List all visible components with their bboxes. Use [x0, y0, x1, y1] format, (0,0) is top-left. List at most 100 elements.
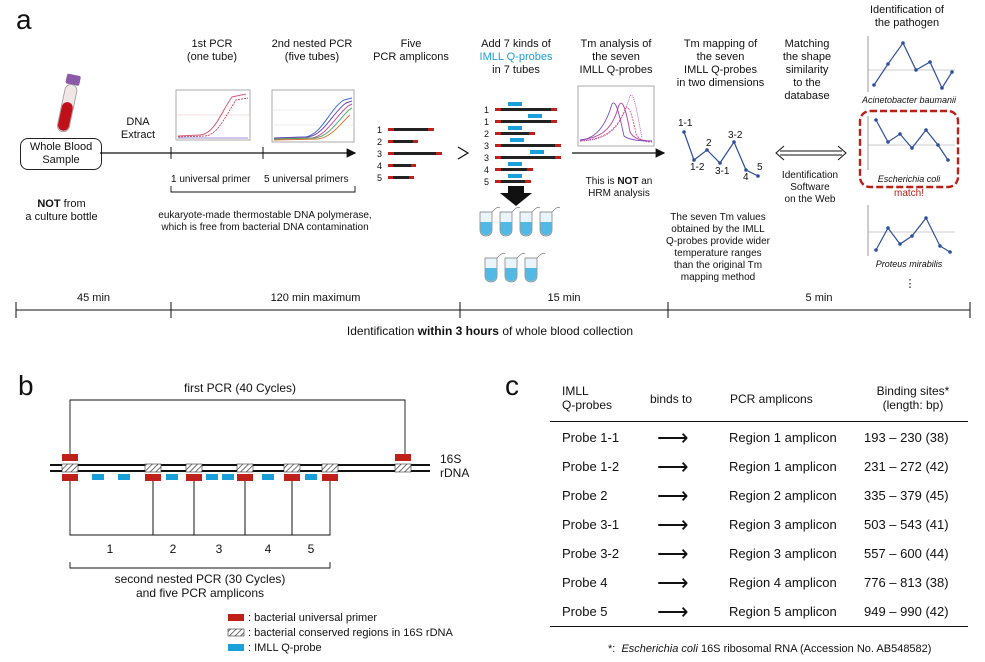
legend-primer: : bacterial universal primer — [248, 612, 377, 624]
polymerase-note-line1: eukaryote-made thermostable DNA polymera… — [158, 210, 372, 221]
hrm-note-pre: This is — [585, 176, 618, 187]
probe-cell: Probe 5 — [562, 604, 608, 619]
amplicon-number: 4 — [377, 161, 383, 171]
probe-table: Probe 1-1 ⟶ Region 1 amplicon 193 – 230 … — [550, 423, 968, 626]
first-pcr-label: first PCR (40 Cycles) — [183, 381, 296, 395]
binds-arrow-icon: ⟶ — [657, 511, 689, 537]
amplicon-number-list: 1 2 3 4 5 — [377, 124, 387, 184]
rdna-label-line1: 16S — [440, 452, 462, 466]
probe-number: 3 — [484, 153, 490, 163]
timeline-segment-label: 120 min maximum — [270, 292, 361, 304]
summary-line: Identification within 3 hours of whole b… — [200, 324, 780, 338]
probe-number: 4 — [484, 165, 490, 175]
dna-extract-line1: DNA — [126, 116, 150, 128]
pcr1-curve-plot — [175, 89, 251, 141]
tm-analysis-line2: the seven — [592, 51, 640, 63]
down-arrow-icon — [500, 186, 532, 206]
chevron-right-icon — [457, 146, 470, 160]
probe-number: 5 — [484, 177, 490, 187]
polymerase-note: eukaryote-made thermostable DNA polymera… — [140, 210, 390, 234]
amplicon-cell: Region 5 amplicon — [729, 604, 837, 619]
tm-note-line: Q-probes provide wider — [666, 236, 770, 247]
identification-line1: Identification of — [870, 4, 944, 16]
header-sites-line2: (length: bp) — [882, 398, 944, 412]
region-number: 1 — [106, 542, 114, 556]
matching-line1: Matching — [784, 38, 830, 50]
table-row: Probe 2 ⟶ Region 2 amplicon 335 – 379 (4… — [550, 481, 968, 510]
summary-pre: Identification — [346, 324, 418, 338]
pcr2-line1: 2nd nested PCR — [271, 38, 353, 50]
pcr2-curve-plot — [271, 89, 355, 143]
matching-line2: the shape — [782, 51, 832, 63]
second-pcr-line1: second nested PCR (30 Cycles) — [114, 572, 286, 586]
matching-line3: similarity — [785, 64, 829, 76]
header-probes: IMLL Q-probes — [562, 384, 612, 412]
pathogen-plot-proteus — [867, 205, 955, 256]
tm-mapping-line4: in two dimensions — [676, 77, 765, 89]
polymerase-note-line2: which is free from bacterial DNA contami… — [161, 222, 369, 233]
timeline-segment-label: 5 min — [805, 292, 833, 304]
probe-cell: Probe 3-1 — [562, 517, 620, 532]
binds-arrow-icon: ⟶ — [657, 540, 689, 566]
tm-point-label: 3-2 — [728, 130, 743, 141]
amplicon-number: 1 — [377, 125, 383, 135]
table-row: Probe 5 ⟶ Region 5 amplicon 949 – 990 (4… — [550, 597, 968, 626]
pcr1-primer-label: 1 universal primer — [171, 174, 251, 185]
tm-point-label: 1-1 — [678, 118, 693, 129]
dna-extract-line2: Extract — [120, 129, 156, 141]
rdna-diagram — [50, 399, 430, 651]
probe-number: 1 — [484, 105, 490, 115]
binds-arrow-icon: ⟶ — [657, 453, 689, 479]
polymerase-bracket — [170, 186, 356, 193]
pcr1-title: 1st PCR (one tube) — [178, 38, 246, 64]
organism-proteus: Proteus mirabilis — [875, 259, 943, 269]
identification-title: Identification of the pathogen — [852, 4, 962, 30]
header-sites-line1: Binding sites* — [876, 384, 950, 398]
probe-cell: Probe 4 — [562, 575, 608, 590]
sites-cell: 335 – 379 (45) — [864, 488, 949, 503]
table-row: Probe 4 ⟶ Region 4 amplicon 776 – 813 (3… — [550, 568, 968, 597]
identification-line2: the pathogen — [874, 17, 940, 29]
blood-sample-line2: Sample — [42, 154, 80, 166]
sites-cell: 193 – 230 (38) — [864, 430, 949, 445]
pcr2-primer-label: 5 universal primers — [264, 174, 349, 185]
probe-cell: Probe 1-1 — [562, 430, 620, 445]
five-amplicon-bars — [388, 128, 442, 179]
pcr1-line1: 1st PCR — [191, 38, 233, 50]
tm-melting-curve-plot — [577, 85, 655, 147]
binds-arrow-icon: ⟶ — [657, 569, 689, 595]
tm-mapping-plot — [682, 130, 760, 178]
organism-acinetobacter: Acinetobacter baumanii — [861, 95, 957, 105]
probe-number: 3 — [484, 141, 490, 151]
blood-sample-line1: Whole Blood — [29, 141, 93, 153]
tm-note-line: obtained by the IMLL — [671, 224, 765, 235]
header-binds: binds to — [650, 392, 693, 406]
add-probes-title: Add 7 kinds of IMLL Q-probes in 7 tubes — [462, 38, 570, 77]
tm-note-line: The seven Tm values — [670, 212, 766, 223]
table-top-rule — [550, 421, 968, 422]
region-number: 5 — [307, 542, 315, 556]
table-bottom-rule — [550, 626, 968, 627]
amplicon-number: 3 — [377, 149, 383, 159]
organism-ecoli: Escherichia coli — [877, 174, 941, 184]
hrm-note-line2: HRM analysis — [588, 188, 650, 199]
amplicon-cell: Region 1 amplicon — [729, 430, 837, 445]
matching-title: Matching the shape similarity to the dat… — [772, 38, 842, 103]
footnote-star: *: — [608, 643, 616, 655]
sites-cell: 776 – 813 (38) — [864, 575, 949, 590]
tm-point-label: 4 — [743, 172, 749, 183]
double-arrow-icon — [775, 145, 847, 161]
second-pcr-label: second nested PCR (30 Cycles) and five P… — [70, 572, 330, 600]
rdna-label-line2: rDNA — [440, 466, 470, 480]
tm-note-line: than the original Tm — [673, 260, 763, 271]
amplicon-cell: Region 2 amplicon — [729, 488, 837, 503]
pathogen-plot-ecoli — [867, 116, 955, 170]
binds-arrow-icon: ⟶ — [657, 424, 689, 450]
table-row: Probe 1-2 ⟶ Region 1 amplicon 231 – 272 … — [550, 452, 968, 481]
region-number: 2 — [169, 542, 177, 556]
footnote-rest: 16S ribosomal RNA (Accession No. AB54858… — [697, 643, 932, 655]
identification-software-label: Identification Software on the Web — [772, 170, 848, 206]
panel-c-letter: c — [505, 370, 519, 401]
hrm-note-bold: NOT — [617, 176, 639, 187]
timeline-segment-label: 45 min — [76, 292, 111, 304]
